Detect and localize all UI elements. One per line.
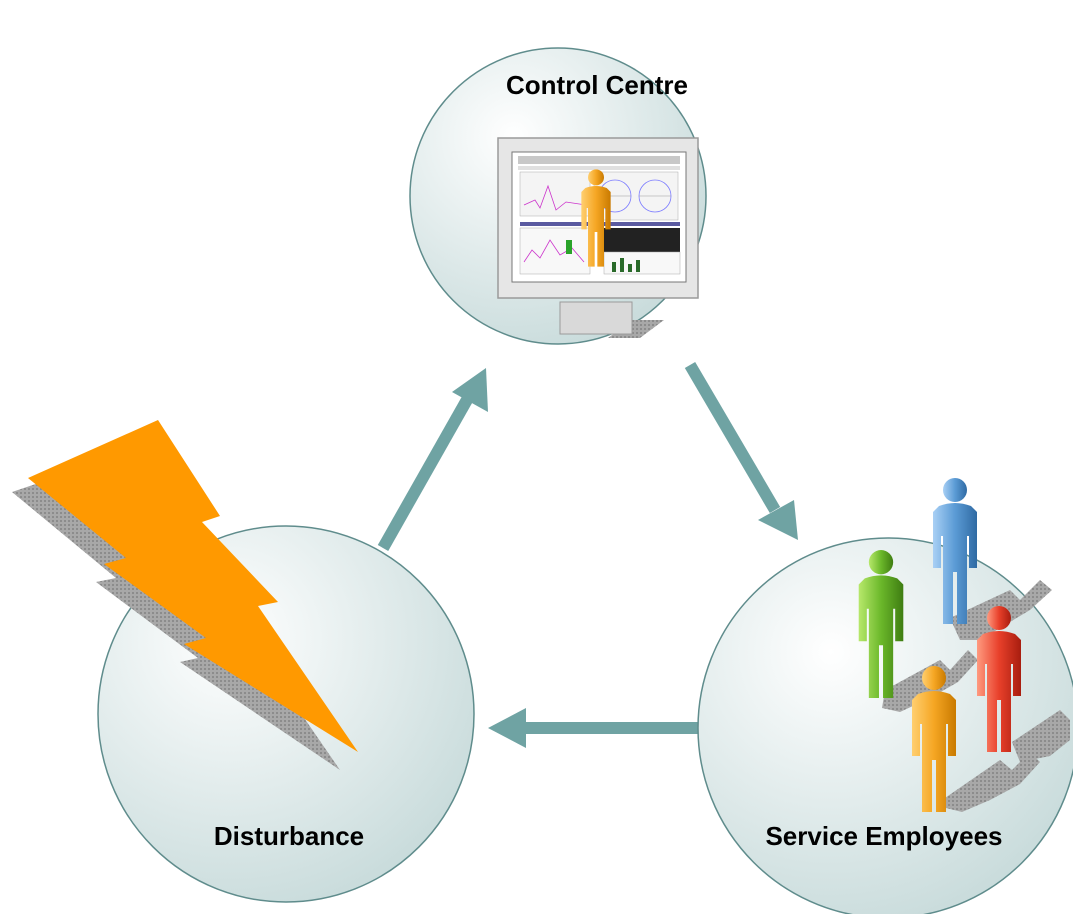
arrow-service-to-disturbance <box>488 708 700 748</box>
control-centre-label: Control Centre <box>506 70 688 100</box>
node-disturbance: Disturbance <box>12 420 475 903</box>
node-control-centre: Control Centre <box>409 47 707 345</box>
lightning-bolt-icon <box>28 420 358 752</box>
service-employees-label: Service Employees <box>765 821 1002 851</box>
arrow-disturbance-to-control <box>377 368 488 551</box>
arrow-control-to-service <box>684 361 798 540</box>
node-service-employees: Service Employees <box>697 478 1073 914</box>
monitor-icon <box>497 137 699 338</box>
disturbance-label: Disturbance <box>214 821 364 851</box>
